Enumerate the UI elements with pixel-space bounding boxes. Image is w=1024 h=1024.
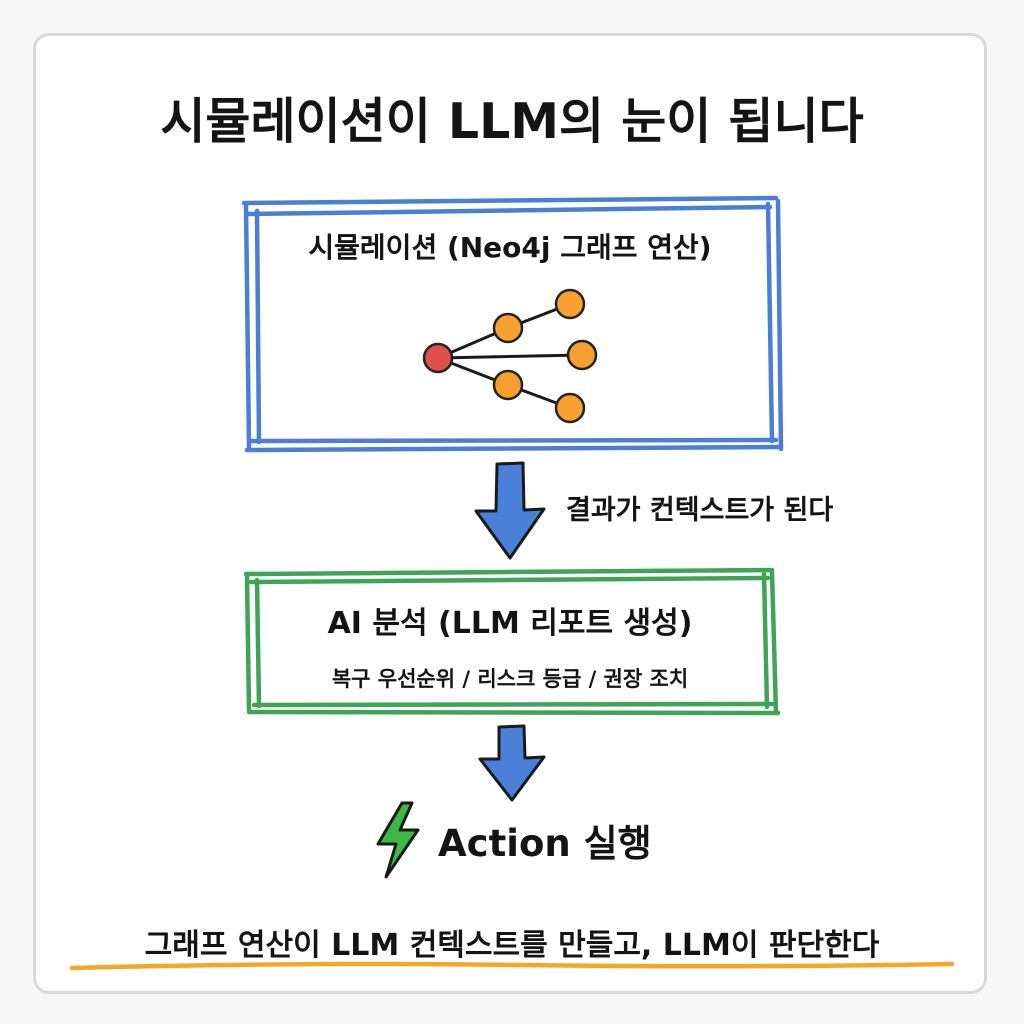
- graph-edge: [436, 353, 584, 360]
- graph-node: [554, 392, 586, 424]
- graph-network-icon: [422, 288, 598, 424]
- down-arrow-icon: [474, 461, 546, 560]
- arrow-caption: 결과가 컨텍스트가 된다: [566, 495, 834, 526]
- footer-caption: 그래프 연산이 LLM 컨텍스트를 만들고, LLM이 판단한다: [144, 928, 880, 963]
- page-title: 시뮬레이션이 LLM의 눈이 됩니다: [160, 93, 864, 150]
- ai-box-title: AI 분석 (LLM 리포트 생성): [327, 606, 693, 641]
- action-row: Action 실행: [372, 800, 652, 880]
- simulation-box-title: 시뮬레이션 (Neo4j 그래프 연산): [308, 231, 712, 264]
- graph-node: [566, 339, 598, 371]
- ai-box-subtitle: 복구 우선순위 / 리스크 등급 / 권장 조치: [331, 667, 689, 691]
- graph-node: [492, 369, 524, 401]
- source-node: [422, 342, 454, 374]
- graph-node: [492, 312, 524, 344]
- down-arrow-icon: [478, 724, 546, 802]
- action-label: Action 실행: [438, 822, 652, 865]
- graph-node: [554, 288, 586, 320]
- lightning-bolt-icon: [376, 801, 420, 879]
